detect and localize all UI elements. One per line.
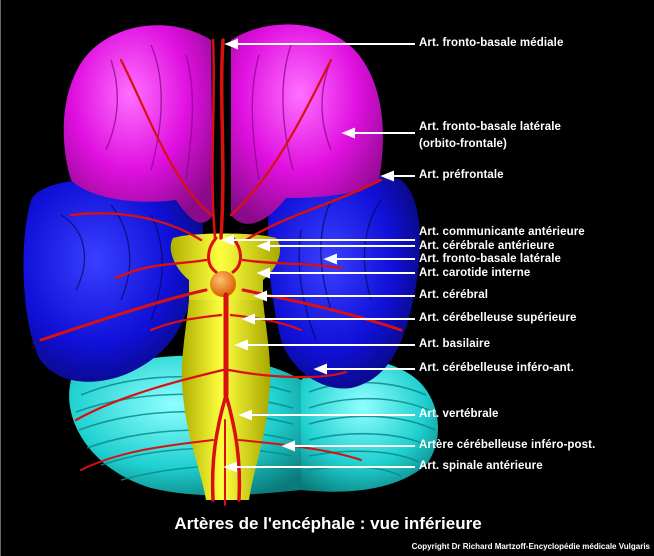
label-carotide-interne: Art. carotide interne — [419, 267, 530, 280]
copyright-notice: Copyright Dr Richard Martzoff-Encyclopéd… — [412, 542, 650, 551]
label-spinale-anterieure: Art. spinale antérieure — [419, 460, 543, 473]
label-cerebelleuse-superieure: Art. cérébelleuse supérieure — [419, 312, 576, 325]
label-cerebelleuse-infero-ant: Art. cérébelleuse inféro-ant. — [419, 362, 574, 375]
label-vertebrale: Art. vertébrale — [419, 408, 498, 421]
label-cerebral: Art. cérébral — [419, 289, 488, 302]
figure-title: Artères de l'encéphale : vue inférieure — [1, 514, 654, 534]
label-communicante-anterieure: Art. communicante antérieure — [419, 226, 585, 239]
pituitary-gland — [210, 271, 236, 297]
label-prefrontale: Art. préfrontale — [419, 169, 504, 182]
label-fronto-basale-mediale: Art. fronto-basale médiale — [419, 37, 563, 50]
label-cerebrale-anterieure: Art. cérébrale antérieure — [419, 240, 554, 253]
label-cerebelleuse-infero-post: Artère cérébelleuse inféro-post. — [419, 439, 595, 452]
label-orbito-frontale: (orbito-frontale) — [419, 138, 507, 151]
label-basilaire: Art. basilaire — [419, 338, 490, 351]
label-fronto-basale-laterale-orbito: Art. fronto-basale latérale — [419, 121, 561, 134]
label-fronto-basale-laterale: Art. fronto-basale latérale — [419, 253, 561, 266]
